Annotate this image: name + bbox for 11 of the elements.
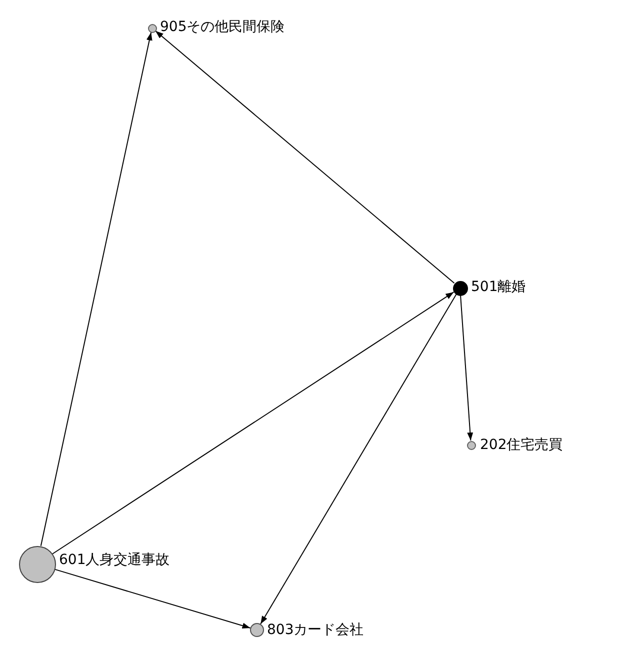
node-label: 905その他民間保険 — [160, 19, 285, 35]
arrow — [260, 294, 457, 624]
node-label: 803カード会社 — [267, 622, 364, 638]
arrow — [460, 294, 474, 441]
arrow — [154, 30, 455, 284]
arrow — [40, 32, 152, 546]
node-label: 501離婚 — [471, 279, 526, 295]
node-label: 202住宅売買 — [480, 437, 563, 453]
arrow — [52, 292, 454, 554]
arrow — [54, 568, 251, 629]
node-label: 601人身交通事故 — [59, 552, 170, 568]
